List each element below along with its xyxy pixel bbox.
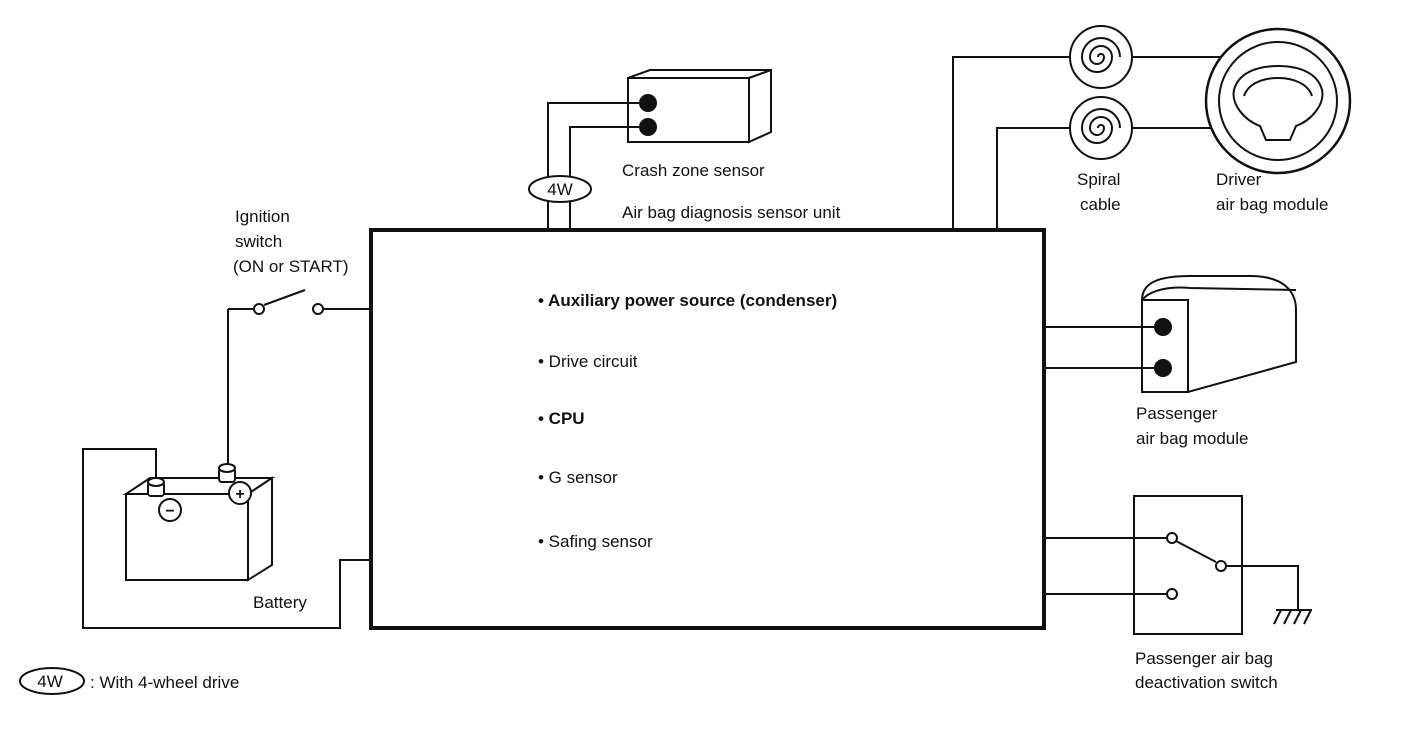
legend-text: : With 4-wheel drive [90,673,239,692]
crash-zone-sensor-label: Crash zone sensor [622,161,765,180]
unit-item-list: • Auxiliary power source (condenser) • D… [538,291,837,551]
battery-wires [82,448,371,629]
driver-airbag-module [1204,27,1352,175]
ignition-label-line1: Ignition [235,207,290,226]
deactivation-switch-label-line1: Passenger air bag [1135,649,1273,668]
unit-item: • Drive circuit [538,352,638,371]
ignition-label-line2: switch [235,232,282,251]
driver-airbag-wires [952,56,1222,230]
unit-item: • Safing sensor [538,532,653,551]
driver-module-label-line1: Driver [1216,170,1262,189]
badge-4w: 4W [528,175,592,203]
legend-4w: 4W : With 4-wheel drive [19,667,239,695]
deactivation-switch [1044,495,1312,635]
deactivation-switch-label-line2: deactivation switch [1135,673,1278,692]
spiral-cables [1069,25,1133,160]
unit-item: • Auxiliary power source (condenser) [538,291,837,310]
svg-text:4W: 4W [547,180,573,199]
spiral-cable-label-line2: cable [1080,195,1121,214]
passenger-module-label-line1: Passenger [1136,404,1218,423]
battery [122,463,276,582]
battery-label: Battery [253,593,307,612]
diagnosis-unit-label: Air bag diagnosis sensor unit [622,203,841,222]
crash-zone-sensor [627,68,772,144]
passenger-module-label-line2: air bag module [1136,429,1248,448]
spiral-cable-label-line1: Spiral [1077,170,1120,189]
legend-badge-text: 4W [37,672,63,691]
battery-minus-sign: − [165,503,174,520]
driver-module-label-line2: air bag module [1216,195,1328,214]
passenger-airbag-wires [1044,326,1155,369]
unit-item: • G sensor [538,468,618,487]
ignition-label-line3: (ON or START) [233,257,349,276]
ignition-switch [227,289,371,466]
passenger-airbag-module [1140,275,1297,394]
diagnosis-sensor-unit-box [369,228,1046,630]
unit-item: • CPU [538,409,585,428]
battery-plus-sign: + [235,486,244,503]
